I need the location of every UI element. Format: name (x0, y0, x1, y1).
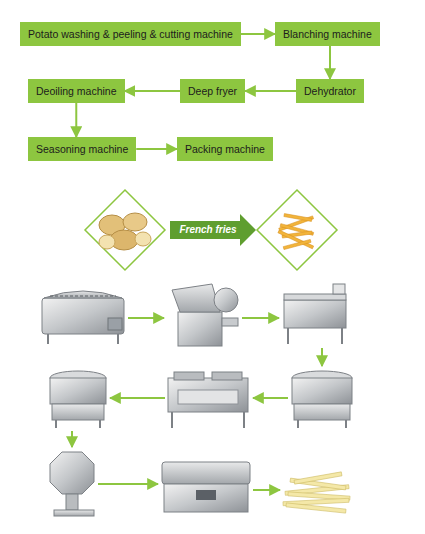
dehydrator-machine (292, 371, 352, 428)
tank-rim (284, 294, 346, 300)
leg (243, 412, 245, 428)
leg (297, 420, 299, 428)
fry (283, 239, 311, 249)
deoiling-machine (50, 371, 106, 428)
base (54, 510, 94, 516)
leg (99, 420, 101, 428)
potato (123, 213, 147, 231)
box-label: Seasoning machine (36, 142, 128, 156)
process-box: Deoiling machine (28, 79, 125, 103)
cutting-machine (172, 284, 238, 346)
blanching-machine (284, 284, 346, 344)
process-box: Seasoning machine (28, 137, 136, 161)
box-label: Potato washing & peeling & cutting machi… (28, 27, 233, 41)
big-arrow (170, 214, 256, 246)
seasoning-machine (50, 452, 94, 516)
drum (292, 378, 352, 404)
flow-arrow (125, 90, 180, 92)
control-box (333, 284, 345, 294)
flow-arrow (110, 397, 165, 399)
base (294, 404, 350, 420)
fryer-body (168, 378, 248, 412)
fries-diamond (257, 190, 337, 270)
flow-arrow (253, 489, 280, 491)
process-box: Blanching machine (275, 22, 380, 46)
fries (278, 214, 314, 250)
fry (294, 472, 342, 484)
flow-arrow (241, 33, 275, 35)
cutter-head (214, 288, 238, 312)
stand (66, 494, 78, 510)
flow-arrow (245, 90, 296, 92)
flow-arrow (98, 483, 158, 485)
box-label: Packing machine (185, 142, 265, 156)
brush-roller (50, 296, 116, 297)
process-box: Potato washing & peeling & cutting machi… (20, 22, 241, 46)
machine-cover (44, 291, 122, 298)
diamond-frame (85, 190, 165, 270)
process-box: Packing machine (177, 137, 273, 161)
fry (278, 230, 314, 249)
basket (174, 372, 204, 380)
tank (284, 300, 346, 328)
outlet (222, 318, 238, 326)
basket (212, 372, 242, 380)
fryer-machine (168, 372, 248, 428)
flow-arrow (329, 46, 331, 79)
potato-half (99, 235, 115, 249)
fry (284, 214, 312, 222)
leg (171, 412, 173, 428)
leg (341, 328, 343, 344)
panel (178, 390, 238, 404)
flow-arrow (242, 317, 279, 319)
diamond-frame (257, 190, 337, 270)
flow-arrow (253, 397, 288, 399)
vacuum-lid (162, 462, 250, 484)
process-box: Dehydrator (296, 79, 364, 103)
hopper (172, 284, 220, 312)
fries-pile (283, 472, 350, 513)
fry (286, 503, 346, 513)
box-label: Deep fryer (188, 84, 237, 98)
leg (345, 420, 347, 428)
packing-machine (162, 462, 250, 512)
arrow-label: French fries (179, 224, 236, 236)
potato-half (135, 232, 151, 246)
leg (47, 334, 49, 344)
machine-body (164, 484, 248, 512)
box-label: Deoiling machine (36, 84, 117, 98)
flow-arrow (71, 431, 73, 447)
flow-arrow (128, 317, 164, 319)
box-label: Dehydrator (304, 84, 356, 98)
base (52, 404, 104, 420)
leg (55, 420, 57, 428)
drum (50, 378, 106, 404)
leg (117, 334, 119, 344)
octagon-drum (50, 452, 94, 494)
process-box: Deep fryer (180, 79, 245, 103)
motor (108, 318, 122, 330)
control-panel (196, 490, 216, 500)
flow-arrow (75, 103, 77, 137)
leg (287, 328, 289, 344)
washing-machine (42, 291, 124, 344)
machine-body (178, 312, 222, 346)
box-label: Blanching machine (283, 27, 372, 41)
flow-arrow (321, 348, 323, 366)
flow-arrow (136, 148, 177, 150)
potato-diamond (85, 190, 165, 270)
machine-body (42, 298, 124, 334)
